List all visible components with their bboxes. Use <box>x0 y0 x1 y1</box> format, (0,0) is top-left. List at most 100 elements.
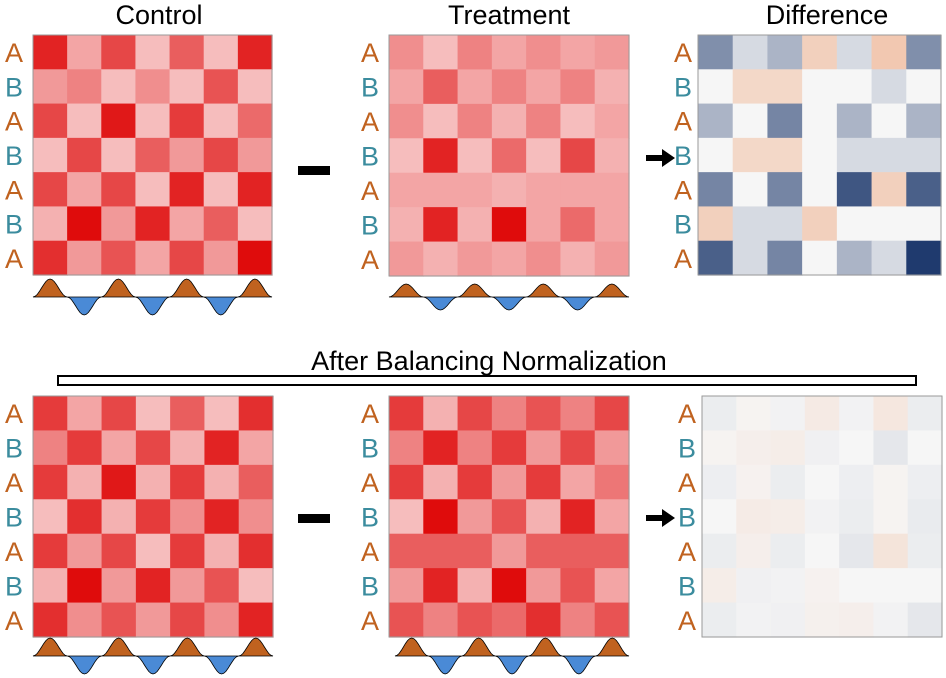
heatmap-cell <box>457 35 493 71</box>
heatmap-cell <box>560 533 596 569</box>
track-bump-negative <box>66 296 102 316</box>
heatmap-cell <box>702 533 737 569</box>
track-bump-positive <box>238 637 274 657</box>
heatmap-cell <box>802 137 838 173</box>
heatmap-cell <box>491 464 527 500</box>
heatmap-cell <box>491 499 527 535</box>
heatmap-cell <box>873 430 909 466</box>
row-label-a: A <box>361 399 379 429</box>
heatmap-cell <box>33 35 68 70</box>
heatmap-cell <box>560 602 596 638</box>
heatmap-cell <box>33 533 68 569</box>
heatmap-cell <box>204 602 240 638</box>
heatmap-cell <box>491 172 527 208</box>
heatmap-cell <box>67 206 102 242</box>
heatmap-cell <box>732 172 769 208</box>
heatmap-cell <box>135 430 171 466</box>
heatmap-cell <box>907 533 943 569</box>
heatmap-cell <box>237 35 273 70</box>
heatmap-cell <box>204 430 240 466</box>
heatmap-cell <box>770 464 806 500</box>
heatmap-cell <box>526 533 562 569</box>
track-bump-positive <box>32 278 68 298</box>
heatmap-cell <box>491 103 527 139</box>
heatmap-cell <box>33 430 68 466</box>
heatmap-cell <box>423 241 459 277</box>
heatmap-cell <box>560 35 596 71</box>
row-label-b: B <box>678 434 696 464</box>
heatmap-cell <box>33 206 68 242</box>
heatmap-cell <box>839 499 875 535</box>
heatmap-cell <box>389 103 424 139</box>
heatmap-cell <box>594 430 630 466</box>
track-bump-negative <box>67 655 102 675</box>
heatmap-cell <box>101 206 137 242</box>
heatmap-cell <box>871 69 907 105</box>
heatmap-cell <box>732 103 769 139</box>
heatmap-cell <box>873 568 909 604</box>
track-bump-positive <box>528 637 563 657</box>
minus-operator-top <box>298 166 330 175</box>
heatmap-cell <box>457 464 493 500</box>
heatmap-cell <box>732 35 769 70</box>
heatmap-cell <box>101 499 137 535</box>
heatmap-cell <box>594 172 630 208</box>
heatmap-top-treatment <box>388 34 630 277</box>
heatmap-cell <box>457 396 493 432</box>
heatmap-cell <box>836 69 873 105</box>
heatmap-cell <box>67 499 103 535</box>
row-label-a: A <box>5 244 23 274</box>
heatmap-cell <box>594 207 630 243</box>
heatmap-cell <box>457 533 493 569</box>
heatmap-bottom-difference <box>701 395 943 638</box>
heatmap-cell <box>67 602 103 638</box>
heatmap-cell <box>389 207 424 243</box>
heatmap-cell <box>736 533 772 569</box>
heatmap-cell <box>237 172 273 208</box>
row-label-b: B <box>678 571 696 601</box>
heatmap-cell <box>526 138 562 174</box>
heatmap-cell <box>238 430 274 466</box>
heatmap-cell <box>906 172 942 208</box>
heatmap-cell <box>526 396 562 432</box>
heatmap-cell <box>836 35 873 70</box>
row-label-a: A <box>674 244 692 274</box>
heatmap-cell <box>871 206 907 242</box>
heatmap-border <box>32 34 273 276</box>
heatmap-cell <box>836 206 873 242</box>
heatmap-cell <box>203 137 239 173</box>
heatmap-cell <box>170 533 206 569</box>
row-label-b: B <box>674 141 692 171</box>
track-bump-negative <box>135 296 170 316</box>
heatmap-cell <box>33 396 68 432</box>
heatmap-cell <box>767 103 803 139</box>
track-bump-positive <box>101 278 136 298</box>
heatmap-cell <box>204 499 240 535</box>
heatmap-cell <box>698 103 734 139</box>
heatmap-cell <box>457 69 493 105</box>
track-bump-negative <box>423 296 458 311</box>
track-bump-negative <box>495 655 529 675</box>
heatmap-cell <box>423 396 459 432</box>
heatmap-cell <box>423 35 459 71</box>
heatmap-cell <box>560 499 596 535</box>
track-bottom-control <box>32 637 274 675</box>
heatmap-cell <box>491 568 527 604</box>
banner-label: After Balancing Normalization <box>311 346 667 376</box>
heatmap-cell <box>169 35 205 70</box>
heatmap-cell <box>836 137 873 173</box>
heatmap-cell <box>238 602 274 638</box>
title-treatment: Treatment <box>448 0 571 30</box>
heatmap-cell <box>135 240 171 276</box>
heatmap-cell <box>906 137 942 173</box>
heatmap-cell <box>907 464 943 500</box>
heatmap-cell <box>457 430 493 466</box>
heatmap-bottom-treatment <box>388 395 630 638</box>
heatmap-cell <box>135 396 171 432</box>
row-label-b: B <box>361 73 379 103</box>
heatmap-cell <box>389 533 424 569</box>
heatmap-cell <box>802 69 838 105</box>
heatmap-cell <box>423 207 459 243</box>
